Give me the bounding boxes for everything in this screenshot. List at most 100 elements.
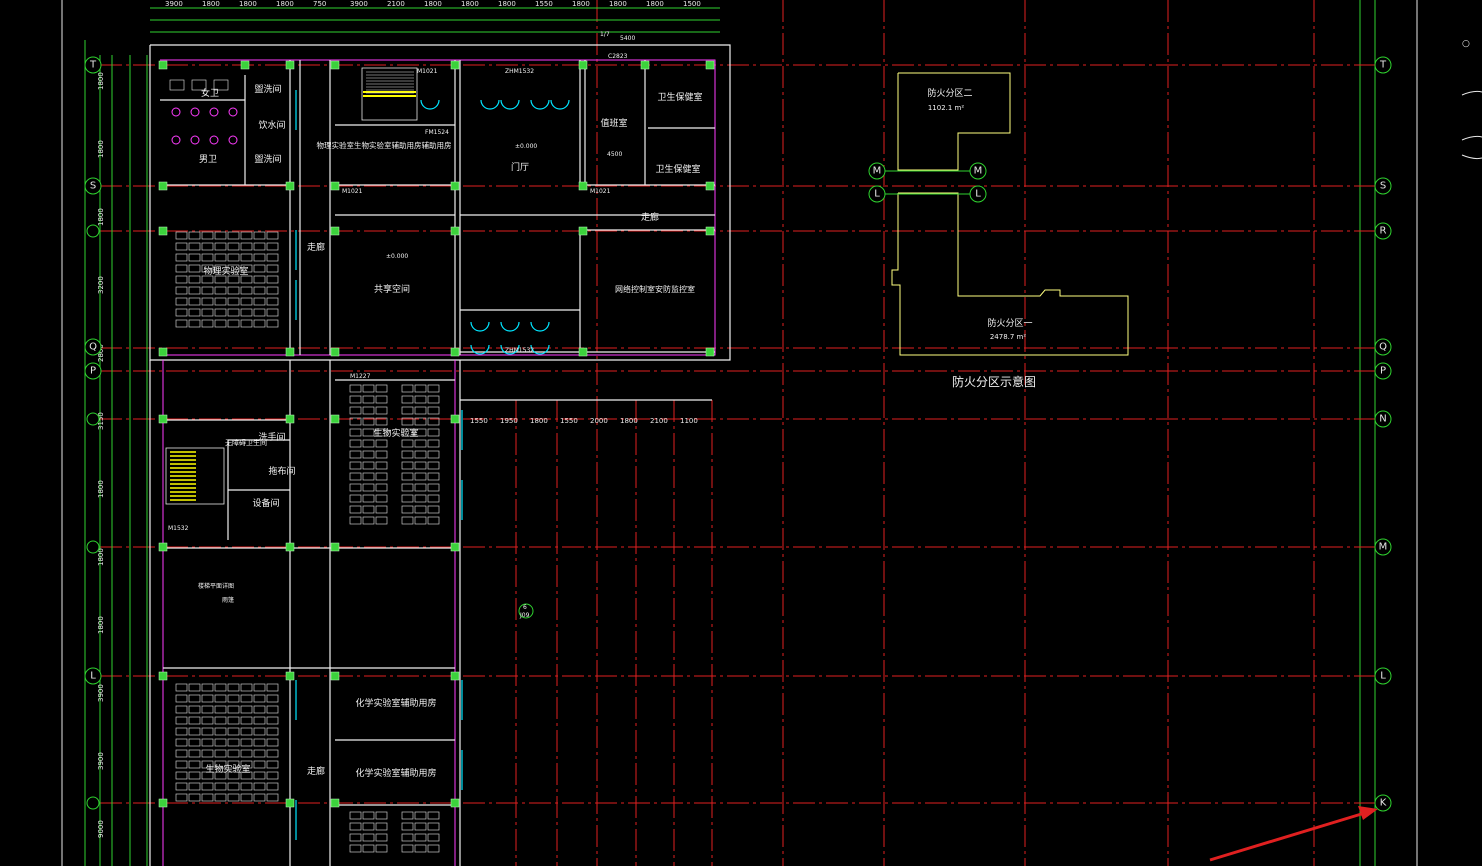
bio-lab-b-desk-7-2 <box>427 461 440 470</box>
bio-lab-b-desk-8-1 <box>414 472 427 481</box>
window-arc-8 <box>470 344 490 355</box>
physics-lab-desk-3-1 <box>188 264 201 273</box>
bio-lab-2-desk-7-1 <box>188 760 201 769</box>
physics-lab-desk-6-2 <box>201 297 214 306</box>
column-8 <box>330 181 340 191</box>
bio-lab-2b-desk-6-1 <box>240 749 253 758</box>
lower-lab-desk-0-0 <box>349 811 362 820</box>
physics-lab-desk-1-3 <box>214 242 227 251</box>
building-walls-lower <box>149 360 712 866</box>
axis-bubble-right-K <box>1374 794 1392 812</box>
bio-lab-b-desk-11-2 <box>427 505 440 514</box>
room-lobby: 门厅 <box>511 161 529 173</box>
column-34 <box>450 671 460 681</box>
column-2 <box>330 60 340 70</box>
top-dim-13: 1800 <box>646 0 664 8</box>
dim-5400: 5400 <box>620 35 635 42</box>
bio-lab-b-desk-5-1 <box>414 439 427 448</box>
physics-lab-b-desk-6-3 <box>266 297 279 306</box>
room-water: 饮水间 <box>258 119 285 131</box>
toilet-fixtures <box>169 79 238 145</box>
top-dim-14: 1500 <box>683 0 701 8</box>
stair-note: 楼梯平面详图 <box>198 582 234 590</box>
bio-lab-b-desk-12-2 <box>427 516 440 525</box>
bio-lab-2-desk-10-1 <box>188 793 201 802</box>
physics-lab-desk-6-1 <box>188 297 201 306</box>
physics-lab-b-desk-3-3 <box>266 264 279 273</box>
physics-lab-b-desk-8-2 <box>253 319 266 328</box>
bio-lab-2b-desk-4-2 <box>253 727 266 736</box>
mid-dim-7: 1100 <box>680 417 698 425</box>
physics-lab-desk-1-1 <box>188 242 201 251</box>
lab-desk-blocks <box>175 231 440 853</box>
axis-bubble-right-P <box>1374 362 1392 380</box>
bio-lab-2b-desk-3-3 <box>266 716 279 725</box>
bio-lab-desk-3-1 <box>362 417 375 426</box>
stair-lower <box>165 447 225 505</box>
column-14 <box>450 226 460 236</box>
left-dim-5: 3150 <box>97 412 105 430</box>
lower-lab-desk-2-2 <box>375 833 388 842</box>
physics-lab-desk-3-3 <box>214 264 227 273</box>
physics-lab-b-desk-4-3 <box>266 275 279 284</box>
bio-lab-desk-6-0 <box>349 450 362 459</box>
physics-lab-b-desk-0-3 <box>266 231 279 240</box>
bio-lab-2b-desk-5-2 <box>253 738 266 747</box>
physics-lab-b-desk-2-1 <box>240 253 253 262</box>
physics-lab-desk-8-1 <box>188 319 201 328</box>
window-arc-0 <box>420 99 440 110</box>
bio-lab-2-desk-8-2 <box>201 771 214 780</box>
bio-lab-b-desk-4-1 <box>414 428 427 437</box>
left-dim-0: 1800 <box>97 72 105 90</box>
bio-lab-b-desk-9-2 <box>427 483 440 492</box>
top-dim-10: 1550 <box>535 0 553 8</box>
annotations: M1021 ZHM1532 C2823 FM1524 M1021 M1021 M… <box>168 31 635 619</box>
physics-lab-b-desk-4-2 <box>253 275 266 284</box>
bio-lab-2b-desk-4-3 <box>266 727 279 736</box>
top-dim-6: 2100 <box>387 0 405 8</box>
column-11 <box>705 181 715 191</box>
left-dim-4: 2800 <box>97 344 105 362</box>
room-lab-aux: 物理实验室生物实验室辅助用房辅助用房 <box>317 140 452 150</box>
left-dim-7: 1800 <box>97 548 105 566</box>
fire-zone-diagram: 防火分区二 1102.1 m² 防火分区一 2478.7 m² 防火分区示意图 … <box>868 72 1129 389</box>
physics-lab-desk-2-1 <box>188 253 201 262</box>
axis-bubble-right-M <box>1374 538 1392 556</box>
bio-lab-2b-desk-0-3 <box>266 683 279 692</box>
room-network: 网络控制室安防监控室 <box>615 284 695 294</box>
stall-1 <box>191 79 207 91</box>
zone-bubble-m-left-text: M <box>873 166 882 177</box>
bio-lab-b-desk-0-0 <box>401 384 414 393</box>
zone-caption: 防火分区示意图 <box>952 374 1036 389</box>
bio-lab-2b-desk-4-0 <box>227 727 240 736</box>
bio-lab-desk-6-2 <box>375 450 388 459</box>
bio-lab-desk-4-0 <box>349 428 362 437</box>
windows-cyan <box>295 90 570 840</box>
column-29 <box>330 542 340 552</box>
physics-lab-desk-7-0 <box>175 308 188 317</box>
physics-lab-b-desk-8-3 <box>266 319 279 328</box>
bio-lab-2b-desk-3-1 <box>240 716 253 725</box>
physics-lab-desk-4-0 <box>175 275 188 284</box>
bio-lab-desk-0-2 <box>375 384 388 393</box>
zone-bubble-l-right <box>969 185 987 203</box>
bio-lab-desk-10-2 <box>375 494 388 503</box>
room-womens-wc: 女卫 <box>201 87 219 99</box>
zone2-name: 防火分区二 <box>927 87 972 99</box>
physics-lab-b-desk-0-2 <box>253 231 266 240</box>
physics-lab-b-desk-7-1 <box>240 308 253 317</box>
bio-lab-b-desk-3-1 <box>414 417 427 426</box>
bio-lab-desk-2-0 <box>349 406 362 415</box>
lower-lab-b-desk-2-0 <box>401 833 414 842</box>
bio-lab-2-desk-7-0 <box>175 760 188 769</box>
room-wash: 洗手间 <box>258 431 285 443</box>
axis-bubble-right-S <box>1374 177 1392 195</box>
physics-lab-b-desk-8-0 <box>227 319 240 328</box>
building-walls-upper <box>149 44 731 361</box>
axis-label-right-T: T <box>1379 60 1387 71</box>
lower-lab-b-desk-2-1 <box>414 833 427 842</box>
door-code-6: M1021 <box>590 188 611 195</box>
bio-lab-2-desk-1-3 <box>214 694 227 703</box>
axis-label-right-S: S <box>1380 181 1386 192</box>
